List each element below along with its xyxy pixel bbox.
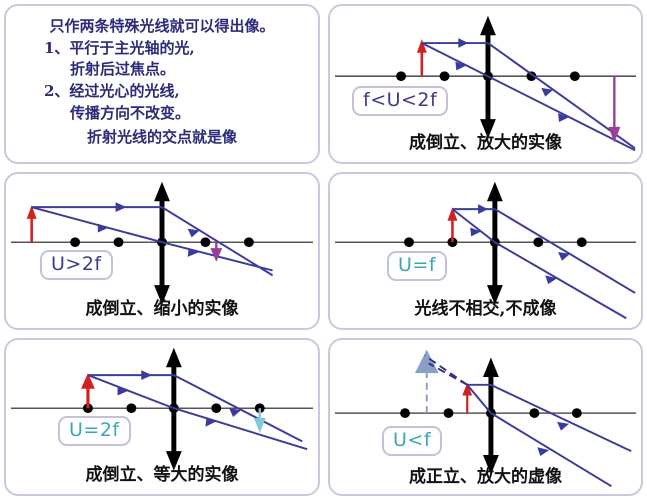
object-arrow [447,207,458,243]
ray-diagram-u-lt-f [334,349,637,488]
intro-text-panel: 只作两条特殊光线就可以得出像。 1、平行于主光轴的光, 折射后过焦点。 2、经过… [4,4,320,164]
virtual-extension-center [424,354,468,386]
object-arrow [26,205,37,243]
image-arrow [253,408,266,433]
parallel-ray [428,362,632,452]
image-arrow [608,76,621,143]
ray-diagram-f-u-2f [334,15,637,152]
case-label-u-gt-2f: U>2f [40,250,113,280]
focal-points [396,71,580,82]
panel-u-lt-f: U<f 成正立、放大的虚像 [328,338,643,496]
intro-line-3: 折射后过焦点。 [70,60,176,79]
focal-points [70,237,254,248]
caption-f-u-2f: 成倒立、放大的实像 [409,133,562,153]
parallel-ray [452,204,636,294]
focal-points [400,408,582,418]
focal-points [404,237,587,248]
center-ray [421,42,636,152]
panel-f-u-2f: f<U<2f 成倒立、放大的实像 [328,4,643,164]
case-label-u-eq-f: U=f [387,251,448,281]
case-label-u-lt-f: U<f [382,426,443,456]
caption-u-lt-f: 成正立、放大的虚像 [409,467,562,487]
focal-points [83,403,265,414]
virtual-image-arrow [414,349,439,414]
intro-line-5: 传播方向不改变。 [70,103,191,122]
caption-u-eq-f: 光线不相交,不成像 [414,299,557,319]
object-arrow [81,373,95,409]
panel-u-eq-2f: U=2f 成倒立、等大的实像 [4,338,320,496]
center-ray [424,354,612,488]
intro-line-2: 1、平行于主光轴的光, [44,38,195,57]
center-ray [451,208,627,320]
object-arrow [462,382,473,414]
case-label-f-u-2f: f<U<2f [352,86,449,116]
case-label-u-eq-2f: U=2f [58,416,131,446]
ray-diagram-u-eq-f [334,181,637,320]
panel-u-eq-f: U=f 光线不相交,不成像 [328,172,643,330]
caption-u-gt-2f: 成倒立、缩小的实像 [85,299,239,319]
ray-diagram-u-eq-2f [10,347,314,471]
intro-line-6: 折射光线的交点就是像 [86,127,237,146]
intro-line-4: 2、经过光心的光线, [44,82,180,100]
image-arrow [210,242,223,262]
caption-u-eq-2f: 成倒立、等大的实像 [85,465,239,485]
panel-u-gt-2f: U>2f 成倒立、缩小的实像 [4,172,320,330]
center-ray [87,374,308,451]
parallel-ray [31,202,274,277]
ray-diagram-u-gt-2f [10,181,314,305]
object-arrow [416,39,427,77]
intro-line-1: 只作两条特殊光线就可以得出像。 [49,16,275,35]
